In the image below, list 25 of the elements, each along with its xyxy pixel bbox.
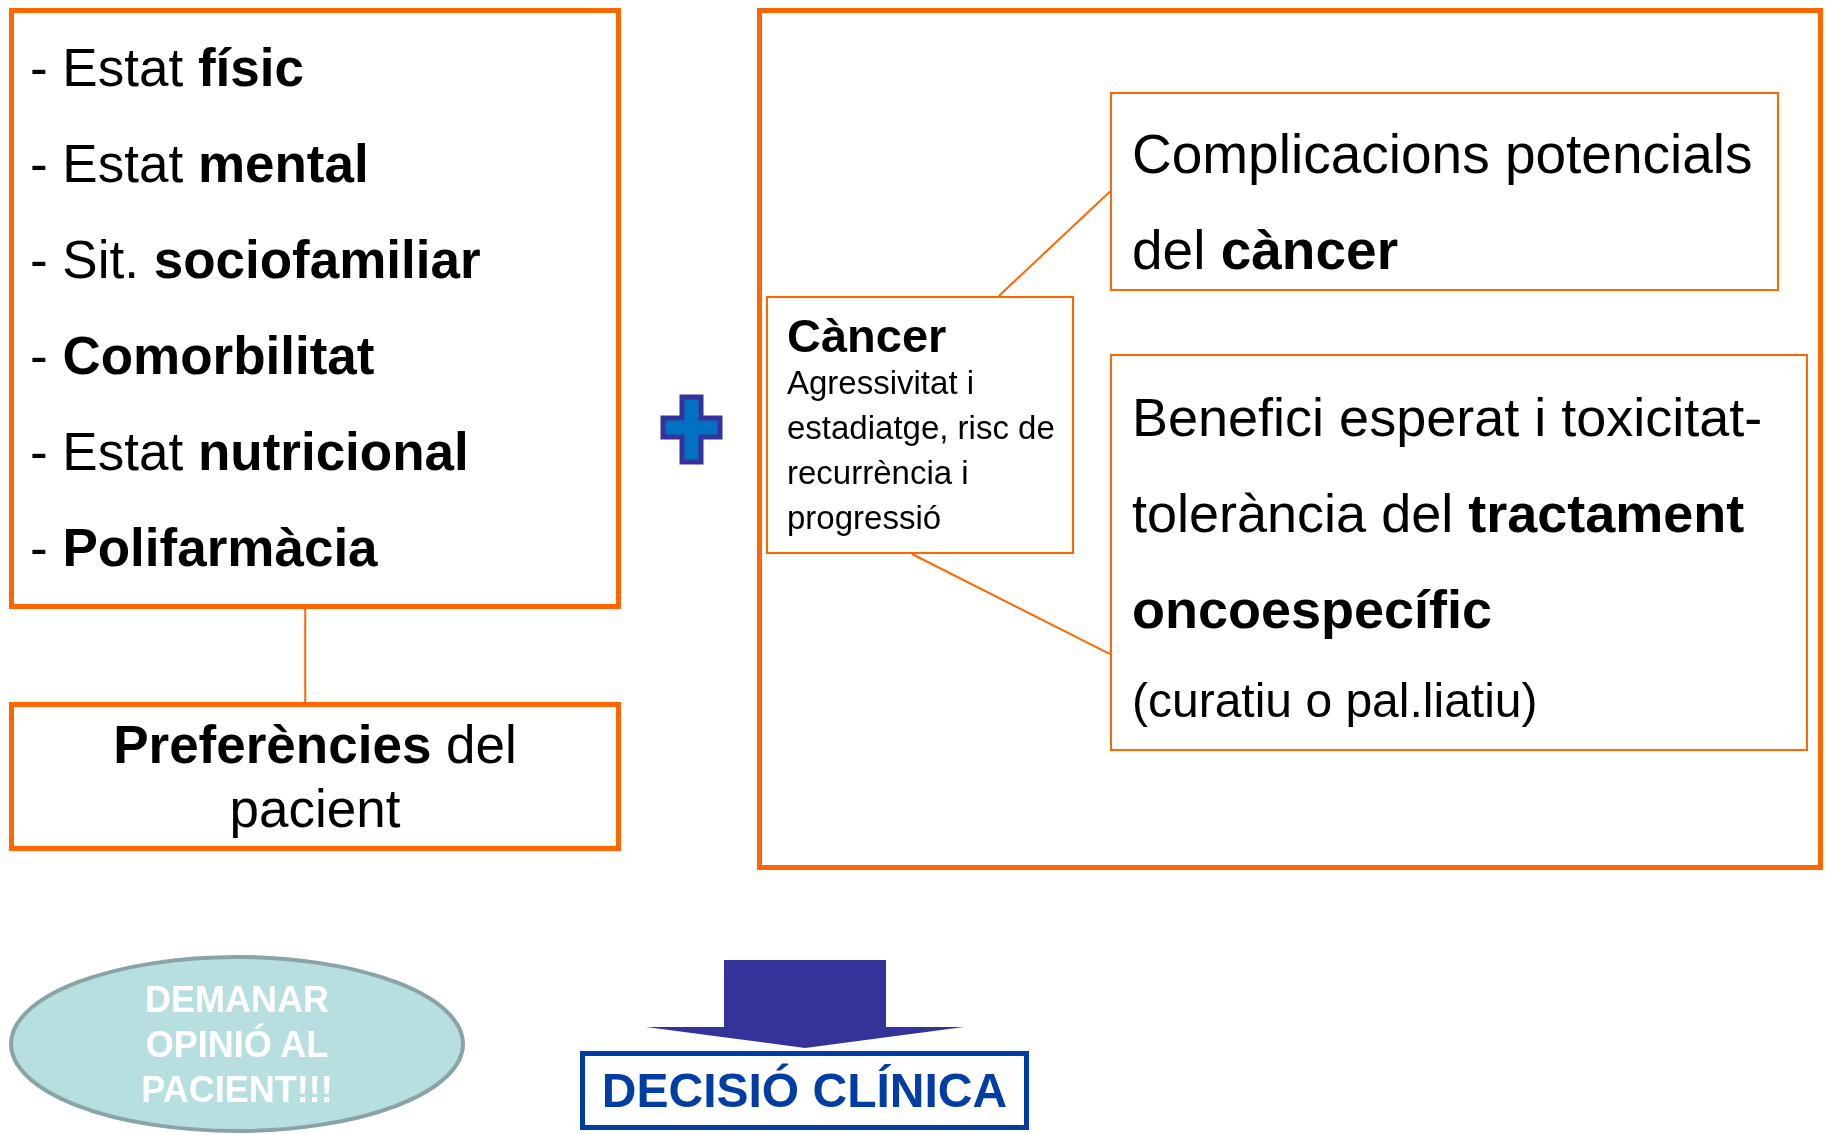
box-text: (curatiu o pal.liatiu) (1132, 673, 1539, 729)
ellipse-text: DEMANAR OPINIÓ AL PACIENT!!! (140, 977, 334, 1112)
group-frame (757, 8, 1823, 870)
box-text: Preferències del pacient (112, 714, 518, 840)
box-text: - Estat físic (30, 37, 305, 99)
preference-box (9, 702, 621, 851)
box-text: DECISIÓ CLÍNICA (601, 1062, 1008, 1119)
text-box (1110, 92, 1779, 291)
text-box (766, 296, 1074, 554)
box-text: Agressivitat i estadiatge, risc de recurrència i progressió (787, 363, 1056, 538)
box-text: - Estat nutricional (30, 421, 470, 483)
box-text: - Polifarmàcia (30, 517, 379, 579)
connector-line (911, 553, 1111, 656)
connector-line (997, 190, 1111, 297)
heading: Càncer (787, 312, 948, 360)
box-text: - Comorbilitat (30, 325, 376, 387)
box-text: - Sit. sociofamiliar (30, 229, 482, 291)
box-text: - Estat mental (30, 133, 370, 195)
text-box (1110, 354, 1808, 751)
list-box (9, 8, 621, 609)
decision-box (580, 1051, 1029, 1130)
box-text: Benefici esperat i toxicitat-tolerància del tractament oncoespecífic (1132, 386, 1764, 641)
connector-line (304, 608, 307, 703)
ellipse-shape (9, 955, 465, 1133)
box-text: Complicacions potencials del càncer (1132, 122, 1754, 283)
